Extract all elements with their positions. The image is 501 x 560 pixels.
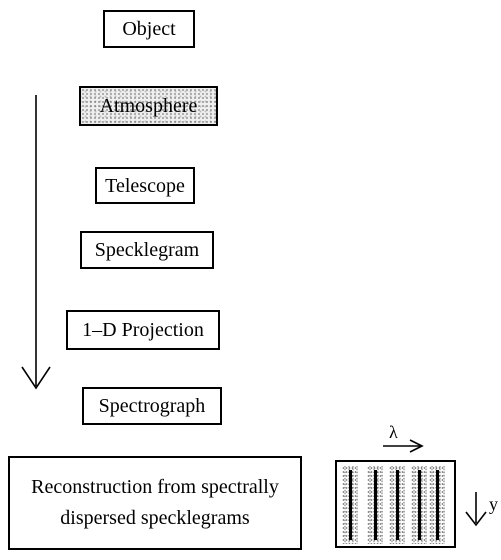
spectrum-line-2 bbox=[374, 470, 377, 540]
spectrum-line-3 bbox=[396, 470, 399, 540]
reconstruction-box: Reconstruction from spectrally dispersed… bbox=[8, 456, 302, 550]
spectrograph-box: Spectrograph bbox=[82, 387, 222, 425]
y-arrow-head bbox=[465, 511, 487, 527]
atmosphere-box: Atmosphere bbox=[79, 86, 218, 126]
spectrum-line-1 bbox=[349, 470, 352, 540]
reconstruction-label-line1: Reconstruction from spectrally bbox=[31, 476, 279, 498]
atmosphere-label: Atmosphere bbox=[99, 95, 198, 117]
object-label: Object bbox=[122, 18, 176, 40]
specklegram-box: Specklegram bbox=[80, 231, 214, 269]
projection-box: 1–D Projection bbox=[66, 310, 220, 350]
lambda-arrow-head bbox=[409, 439, 424, 453]
telescope-label: Telescope bbox=[105, 174, 185, 197]
lambda-label: λ bbox=[389, 422, 398, 442]
spectrum-line-5 bbox=[436, 470, 439, 540]
telescope-box: Telescope bbox=[95, 167, 195, 204]
reconstruction-label-line2: dispersed specklegrams bbox=[60, 507, 250, 529]
dispersed-specklegram-inset bbox=[335, 460, 456, 548]
y-label: y bbox=[489, 494, 498, 514]
projection-label: 1–D Projection bbox=[82, 319, 204, 341]
spectrograph-label: Spectrograph bbox=[98, 395, 206, 417]
spectrum-line-4 bbox=[418, 470, 421, 540]
object-box: Object bbox=[103, 10, 195, 48]
specklegram-label: Specklegram bbox=[94, 239, 200, 261]
process-flow-arrow-head bbox=[21, 366, 51, 390]
